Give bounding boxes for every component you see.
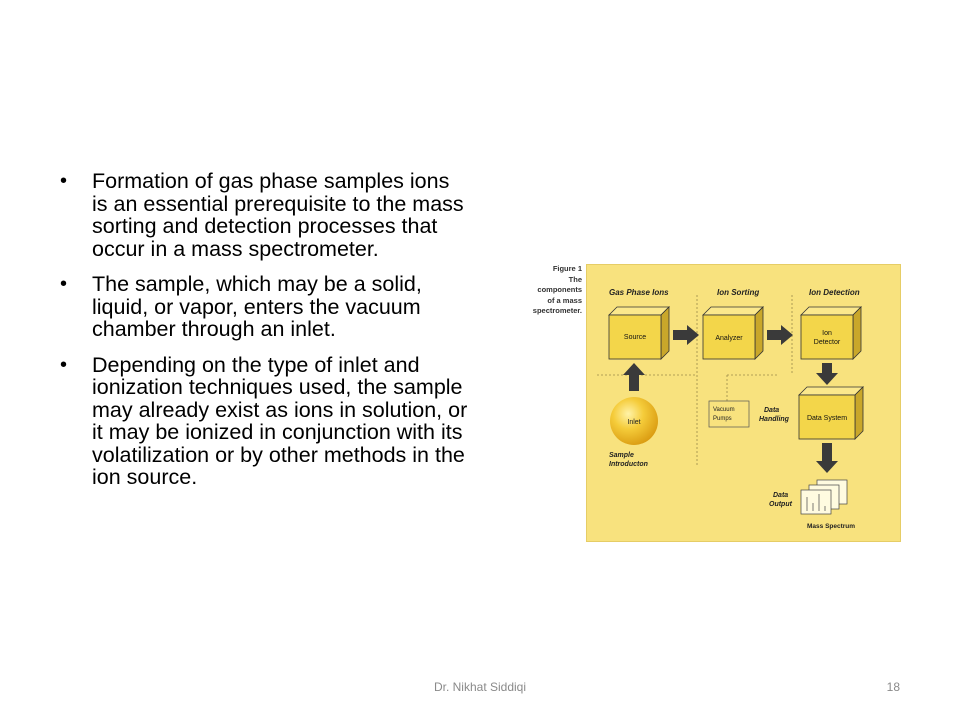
data-handling-label-line1: Data: [764, 407, 779, 414]
source-box: Source: [608, 306, 670, 360]
arrows: [623, 325, 838, 473]
bullet-list: • Formation of gas phase samples ions is…: [58, 170, 468, 502]
mass-spectrum-label: Mass Spectrum: [807, 523, 855, 530]
figure-caption: Figure 1 The components of a mass spectr…: [514, 264, 582, 317]
arrow-analyzer-to-detector: [767, 325, 793, 345]
sample-intro-label-line1: Sample: [609, 452, 634, 459]
arrow-source-to-analyzer: [673, 325, 699, 345]
ion-detector-label-line1: Ion: [822, 330, 832, 337]
data-system-box: Data System: [798, 386, 864, 440]
data-output-label-line2: Output: [769, 501, 793, 508]
bullet-text: Depending on the type of inlet and ioniz…: [92, 352, 468, 489]
data-output-label-line1: Data: [773, 492, 788, 499]
bullet-text: Formation of gas phase samples ions is a…: [92, 169, 464, 261]
arrow-inlet-to-source: [623, 363, 645, 391]
inlet-sphere: [610, 397, 658, 445]
analyzer-label: Analyzer: [715, 335, 743, 342]
bullet-item: • The sample, which may be a solid, liqu…: [58, 273, 468, 341]
mass-spectrum-sheets: [800, 479, 848, 515]
bullet-text: The sample, which may be a solid, liquid…: [92, 272, 422, 341]
arrow-detector-to-data-system: [816, 363, 838, 385]
bullet-dot: •: [60, 353, 68, 376]
mass-spectrometer-figure: Gas Phase Ions Ion Sorting Ion Detection…: [586, 264, 901, 542]
bullet-item: • Depending on the type of inlet and ion…: [58, 352, 468, 489]
ion-detector-label-line2: Detector: [814, 339, 841, 346]
bullet-dot: •: [60, 170, 68, 192]
ion-detector-box: Ion Detector: [800, 306, 862, 360]
figure-caption-line: of a mass: [547, 295, 582, 305]
bullet-dot: •: [60, 273, 68, 295]
figure-caption-title: Figure 1: [552, 264, 582, 273]
footer-author: Dr. Nikhat Siddiqi: [433, 680, 527, 694]
vacuum-pumps-box: Vacuum Pumps: [708, 400, 750, 428]
bullet-item: • Formation of gas phase samples ions is…: [58, 170, 468, 260]
figure-caption-line: spectrometer.: [532, 306, 582, 315]
figure-caption-line: The: [568, 274, 582, 284]
sample-intro-label-line2: Introducton: [609, 461, 648, 468]
section-heading-ion-sorting: Ion Sorting: [717, 288, 759, 297]
inlet-label: Inlet: [627, 419, 640, 426]
vacuum-label-line2: Pumps: [713, 416, 732, 422]
data-handling-label-line2: Handling: [759, 416, 790, 423]
analyzer-box: Analyzer: [702, 306, 764, 360]
figure-caption-line: components: [537, 285, 582, 294]
mass-spectrometer-diagram: Gas Phase Ions Ion Sorting Ion Detection…: [597, 288, 864, 530]
source-label: Source: [624, 334, 646, 341]
data-system-label: Data System: [807, 415, 847, 422]
vacuum-label-line1: Vacuum: [713, 407, 735, 413]
page-number: 18: [886, 680, 900, 694]
section-heading-ion-detection: Ion Detection: [809, 288, 860, 297]
arrow-data-system-to-output: [816, 443, 838, 473]
section-heading-gas-phase-ions: Gas Phase Ions: [609, 288, 669, 297]
